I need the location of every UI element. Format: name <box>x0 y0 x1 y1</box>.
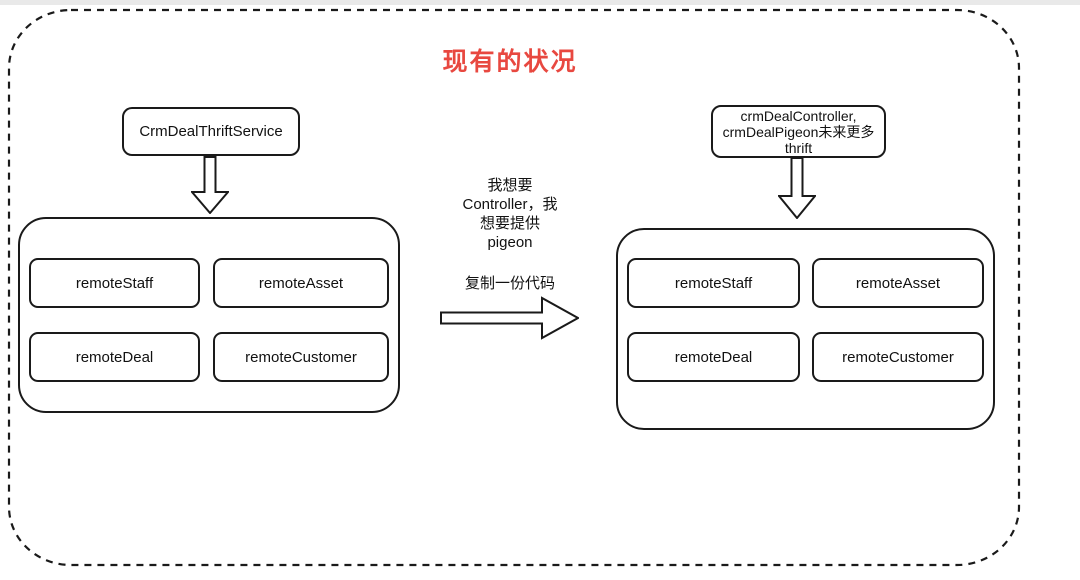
module-box: remoteAsset <box>812 258 984 308</box>
service-box-label: CrmDealThriftService <box>139 123 283 140</box>
annotation-line: Controller，我 <box>462 196 558 213</box>
middle-annotation: 我想要 Controller，我 想要提供 pigeon <box>430 176 590 252</box>
module-box: remoteStaff <box>29 258 200 308</box>
copy-code-label: 复制一份代码 <box>464 275 555 292</box>
page-title: 现有的状况 <box>442 48 578 76</box>
annotation-line: pigeon <box>487 234 533 251</box>
service-container-left: remoteStaff remoteAsset remoteDeal remot… <box>18 217 400 413</box>
service-container-right: remoteStaff remoteAsset remoteDeal remot… <box>616 228 995 430</box>
service-box-line: crmDealPigeon未来更多 <box>722 123 875 140</box>
annotation-line: 想要提供 <box>479 215 540 232</box>
module-label: remoteAsset <box>855 274 941 292</box>
module-label: remoteStaff <box>674 274 753 292</box>
service-box-line: crmDealController, <box>740 107 857 124</box>
module-label: remoteDeal <box>674 348 753 366</box>
right-arrow-icon <box>440 296 579 340</box>
module-box: remoteStaff <box>627 258 800 308</box>
module-label: remoteAsset <box>258 274 344 292</box>
module-label: remoteCustomer <box>245 348 357 366</box>
module-box: remoteDeal <box>627 332 800 382</box>
annotation-line: 我想要 <box>487 177 533 194</box>
module-box: remoteCustomer <box>812 332 984 382</box>
module-box: remoteCustomer <box>213 332 389 382</box>
down-arrow-icon <box>778 157 816 219</box>
service-box-line: thrift <box>784 139 813 156</box>
module-box: remoteDeal <box>29 332 200 382</box>
module-box: remoteAsset <box>213 258 389 308</box>
module-label: remoteDeal <box>75 348 154 366</box>
screenshot-top-strip <box>0 0 1080 5</box>
module-label: remoteStaff <box>75 274 154 292</box>
service-box-crm-deal-controller: crmDealController, crmDealPigeon未来更多 thr… <box>711 105 886 158</box>
down-arrow-icon <box>191 156 229 214</box>
service-box-crm-deal-thrift: CrmDealThriftService <box>122 107 300 156</box>
module-label: remoteCustomer <box>842 348 954 366</box>
